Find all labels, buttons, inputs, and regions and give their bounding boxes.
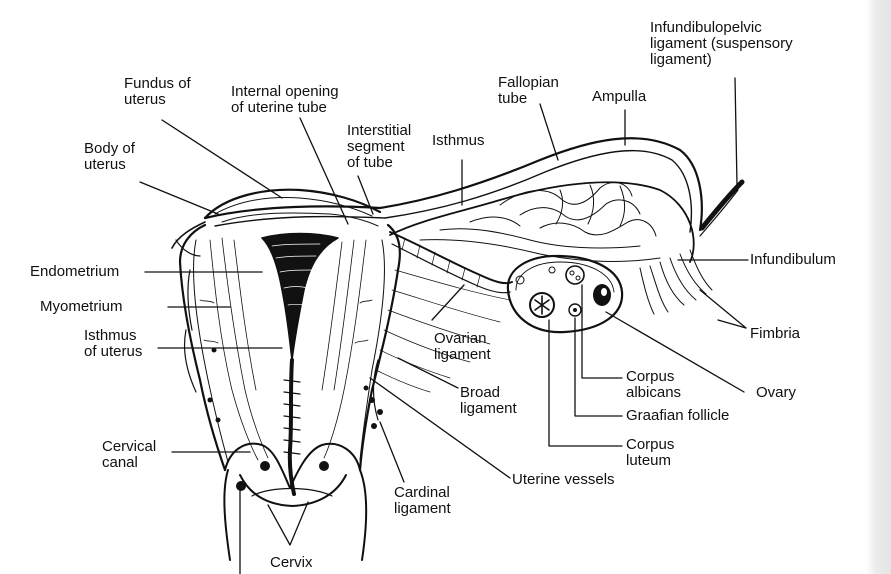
leader-lines xyxy=(139,77,749,574)
graafian-follicle-icon xyxy=(593,284,611,306)
ampulla-mucosal-folds xyxy=(419,181,661,262)
fallopian-tube-lower-wall xyxy=(389,181,695,263)
label-infundibulum: Infundibulum xyxy=(750,251,836,268)
label-fimbria: Fimbria xyxy=(750,325,801,342)
label-cardinal-ligament: Cardinal ligament xyxy=(394,484,451,517)
fimbriae xyxy=(639,249,713,315)
page-edge-shadow xyxy=(866,0,891,574)
label-isthmus: Isthmus xyxy=(432,132,485,149)
label-endometrium: Endometrium xyxy=(30,263,120,280)
label-infundibulopelvic-ligament: Infundibulopelvic ligament (suspensory l… xyxy=(650,19,793,68)
fallopian-tube-inner-wall xyxy=(214,149,693,233)
label-ovary: Ovary xyxy=(756,384,797,401)
uterus-fundus xyxy=(203,188,382,220)
label-ampulla: Ampulla xyxy=(592,88,647,105)
label-cervical-canal: Cervical canal xyxy=(102,438,157,471)
label-myometrium: Myometrium xyxy=(40,298,123,315)
endometrium-cavity xyxy=(261,232,339,361)
right-uterine-vessels xyxy=(363,359,383,429)
label-broad-ligament: Broad ligament xyxy=(460,384,517,417)
label-graafian-follicle: Graafian follicle xyxy=(626,407,730,424)
infundibulopelvic-ligament-band xyxy=(699,179,745,231)
uterus-right-wall xyxy=(358,223,401,472)
broad-ligament-lines xyxy=(375,269,511,393)
label-corpus-albicans: Corpus albicans xyxy=(626,368,682,401)
corpus-albicans-icon xyxy=(565,265,585,285)
myometrium-texture xyxy=(199,237,373,461)
label-isthmus-of-uterus: Isthmus of uterus xyxy=(84,327,143,360)
label-internal-opening-of-uterine-tube: Internal opening of uterine tube xyxy=(231,83,339,116)
left-uterine-vessels xyxy=(183,269,221,423)
corpus-luteum-icon xyxy=(529,292,555,318)
label-fundus-of-uterus: Fundus of uterus xyxy=(124,75,191,108)
cervical-canal xyxy=(287,358,296,496)
label-interstitial-segment-of-tube: Interstitial segment of tube xyxy=(347,122,412,171)
label-cervix: Cervix xyxy=(270,554,313,571)
label-body-of-uterus: Body of uterus xyxy=(84,140,135,173)
label-ovarian-ligament: Ovarian ligament xyxy=(434,330,491,363)
fallopian-tube-outline xyxy=(203,137,703,232)
label-corpus-luteum: Corpus luteum xyxy=(626,436,675,469)
cervix-outline xyxy=(224,442,361,489)
ovary-outline xyxy=(506,254,624,334)
label-uterine-vessels: Uterine vessels xyxy=(512,471,615,488)
uterus-left-wall xyxy=(178,223,227,472)
label-fallopian-tube: Fallopian tube xyxy=(498,74,559,107)
